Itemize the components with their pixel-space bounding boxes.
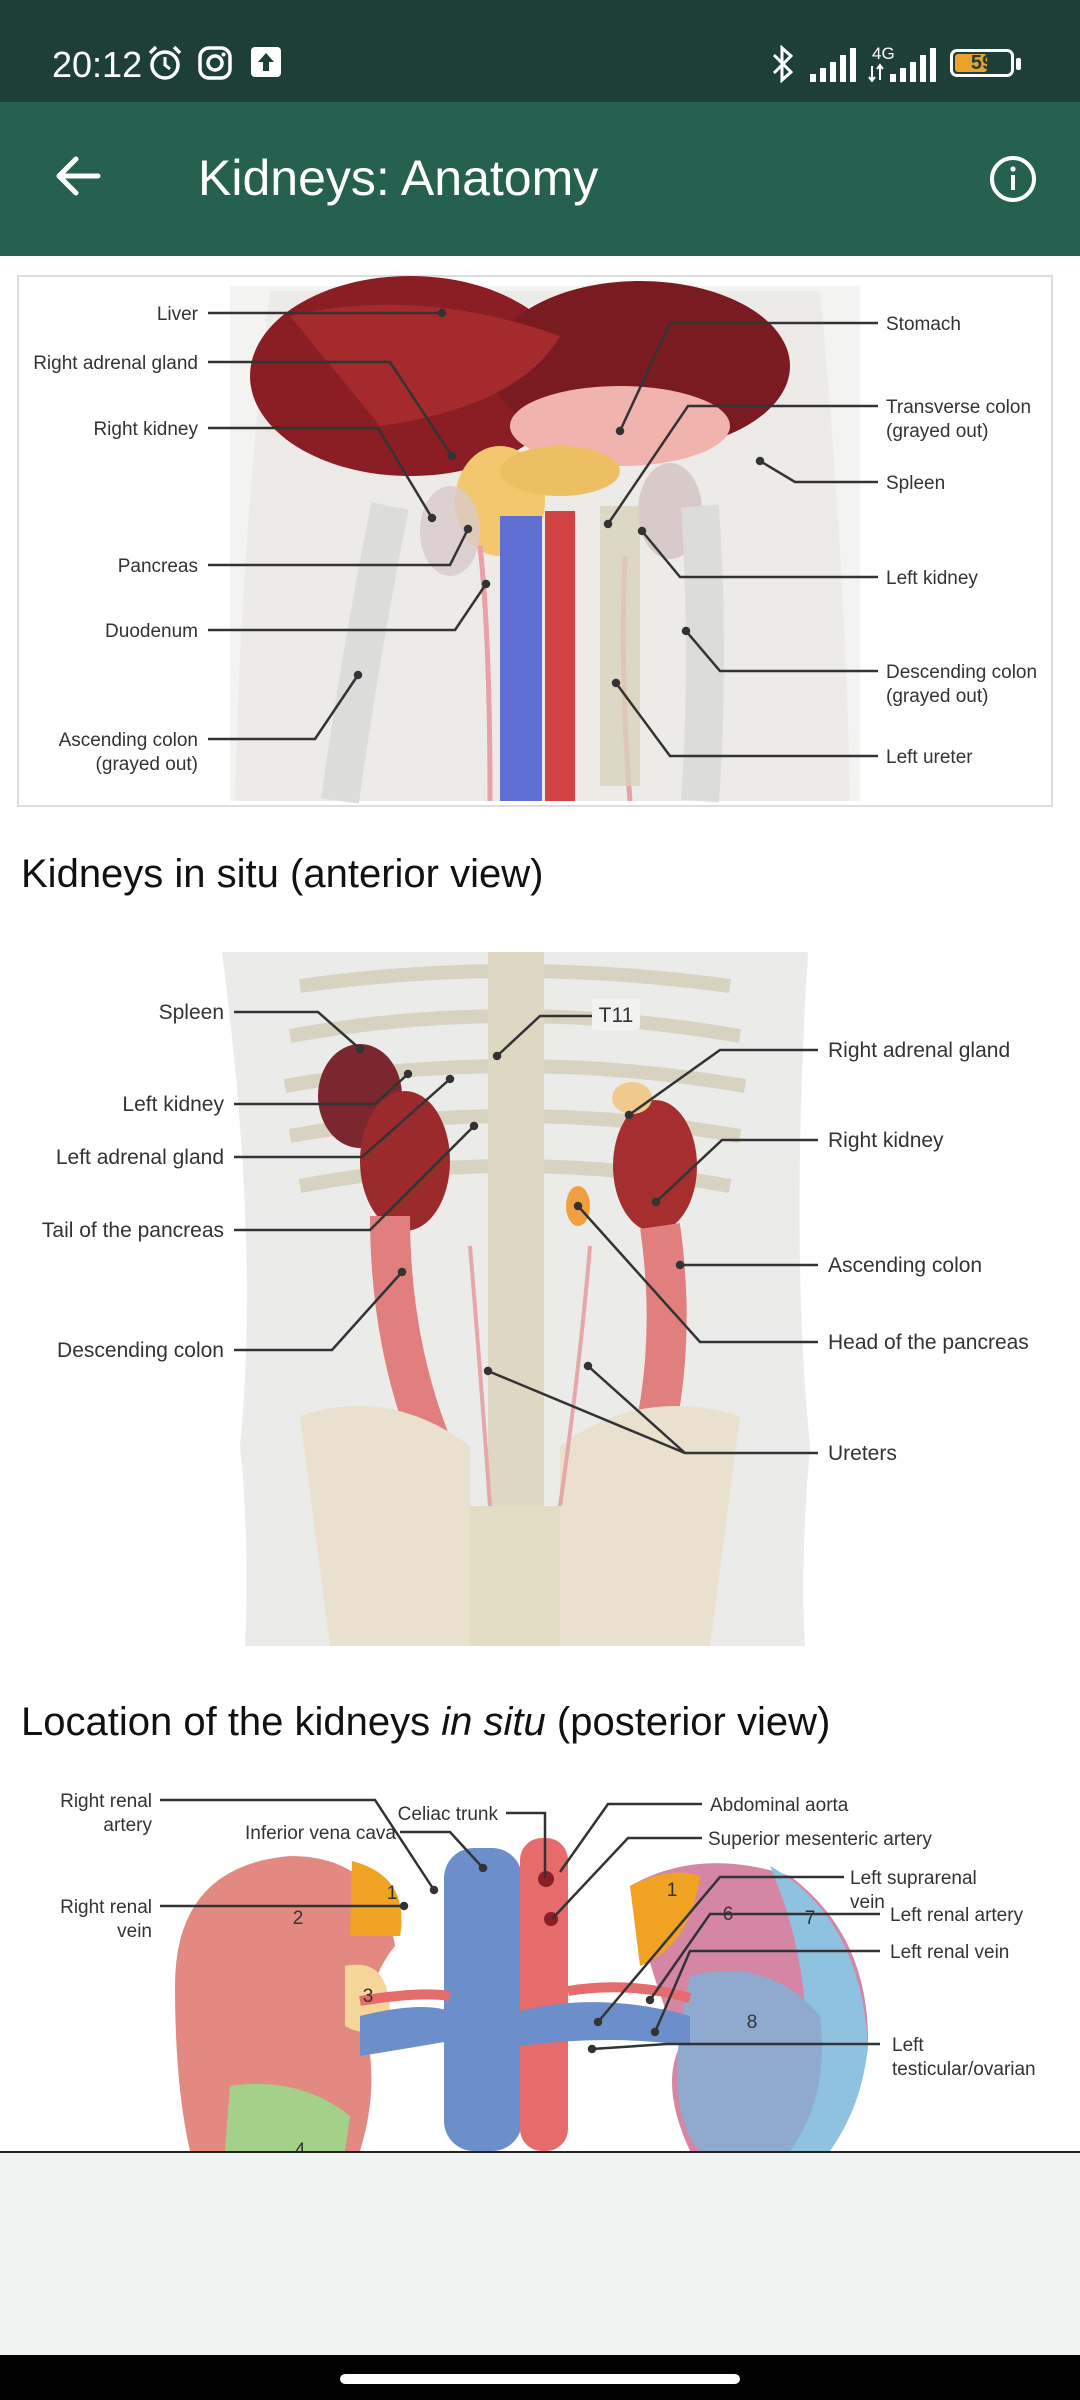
- label-right-kidney-2: Right kidney: [828, 1129, 944, 1152]
- label-transverse-colon-note: (grayed out): [886, 421, 988, 442]
- label-duodenum: Duodenum: [105, 621, 198, 642]
- label-ureters: Ureters: [828, 1442, 897, 1465]
- label-ascending-colon-2: Ascending colon: [828, 1254, 982, 1277]
- label-left-testicular-2: testicular/ovarian: [892, 2059, 1036, 2080]
- label-right-kidney: Right kidney: [93, 419, 198, 440]
- page-title: Kidneys: Anatomy: [198, 150, 599, 206]
- home-indicator[interactable]: [340, 2374, 740, 2384]
- label-spleen: Spleen: [886, 473, 945, 494]
- battery-cap: [1016, 58, 1021, 70]
- upload-icon: [251, 47, 281, 77]
- instagram-icon: [198, 46, 232, 80]
- figure-abdominal-organs: Liver Right adrenal gland Right kidney P…: [17, 275, 1053, 807]
- label-stomach: Stomach: [886, 314, 961, 335]
- t11-tag: [592, 998, 640, 1030]
- label-ascending-colon-note: (grayed out): [96, 754, 198, 775]
- label-left-kidney: Left kidney: [886, 568, 978, 589]
- label-ascending-colon: Ascending colon: [59, 730, 198, 751]
- section-title-part-1: Location of the kidneys: [21, 1700, 442, 1744]
- label-descending-colon-note: (grayed out): [886, 686, 988, 707]
- label-left-ureter: Left ureter: [886, 747, 973, 768]
- alarm-icon: [148, 45, 182, 80]
- label-inferior-vena-cava: Inferior vena cava: [245, 1823, 396, 1844]
- status-bar: 20:12 4G 59: [0, 0, 1080, 102]
- label-tail-of-pancreas: Tail of the pancreas: [42, 1219, 224, 1242]
- figure-kidneys-posterior: Celiac trunk Inferior vena cava Right re…: [60, 1791, 1036, 2151]
- region-number: 2: [293, 1908, 304, 1929]
- label-abdominal-aorta: Abdominal aorta: [710, 1795, 849, 1816]
- battery-icon: 59: [950, 49, 1014, 77]
- content-scroll[interactable]: Liver Right adrenal gland Right kidney P…: [0, 256, 1080, 2151]
- section-title-italic: in situ: [441, 1700, 546, 1744]
- back-button[interactable]: [40, 138, 116, 214]
- figure1-labels: Liver Right adrenal gland Right kidney P…: [33, 304, 1037, 775]
- label-right-renal-vein: Right renal: [60, 1897, 152, 1918]
- region-number: 6: [723, 1904, 734, 1925]
- label-left-testicular: Left: [892, 2035, 924, 2056]
- label-t11: T11: [599, 1004, 634, 1027]
- figure3-illustration: [175, 1838, 869, 2151]
- region-number: 7: [805, 1908, 816, 1929]
- figure3-labels: Celiac trunk Inferior vena cava Right re…: [60, 1791, 1036, 2080]
- figure-kidneys-anterior: Spleen Left kidney Left adrenal gland Ta…: [42, 952, 1029, 1646]
- bluetooth-icon: [772, 44, 794, 84]
- section-title-posterior-view: Location of the kidneys in situ (posteri…: [21, 1698, 830, 1746]
- network-type: 4G: [872, 44, 895, 63]
- label-right-renal-artery: Right renal: [60, 1791, 152, 1812]
- region-number: 3: [363, 1986, 374, 2007]
- label-right-renal-artery-2: artery: [103, 1815, 152, 1836]
- figure3-region-numbers: 1 2 3 4 1 6 7 8: [293, 1880, 816, 2151]
- figure2-illustration: [222, 952, 810, 1646]
- label-left-suprarenal-vein: Left suprarenal: [850, 1868, 977, 1889]
- label-transverse-colon: Transverse colon: [886, 397, 1031, 418]
- app-bar: Kidneys: Anatomy: [0, 102, 1080, 256]
- label-left-kidney-2: Left kidney: [122, 1093, 224, 1116]
- label-superior-mesenteric-artery: Superior mesenteric artery: [708, 1829, 932, 1850]
- info-button[interactable]: [980, 146, 1046, 212]
- section-title-anterior-view: Kidneys in situ (anterior view): [21, 852, 544, 896]
- label-descending-colon: Descending colon: [886, 662, 1037, 683]
- label-liver: Liver: [157, 304, 199, 325]
- label-descending-colon-2: Descending colon: [57, 1339, 224, 1362]
- label-pancreas: Pancreas: [118, 556, 198, 577]
- bottom-panel: [0, 2151, 1080, 2357]
- label-celiac-trunk: Celiac trunk: [398, 1804, 499, 1825]
- label-left-renal-vein: Left renal vein: [890, 1942, 1009, 1963]
- signal-icon: [810, 48, 856, 82]
- battery-fill: [955, 54, 987, 72]
- figure2-leader-lines: [234, 1010, 818, 1455]
- label-left-adrenal-gland: Left adrenal gland: [56, 1146, 224, 1169]
- signal-4g-icon: [868, 48, 936, 82]
- arrow-left-icon: [56, 156, 101, 196]
- label-head-of-pancreas: Head of the pancreas: [828, 1331, 1029, 1354]
- label-left-renal-artery: Left renal artery: [890, 1905, 1024, 1926]
- label-spleen-2: Spleen: [159, 1001, 224, 1024]
- region-number: 8: [747, 2012, 758, 2033]
- section-title-part-2: (posterior view): [545, 1700, 831, 1744]
- label-right-renal-vein-2: vein: [117, 1921, 152, 1942]
- label-right-adrenal-gland-2: Right adrenal gland: [828, 1039, 1010, 1062]
- figure1-illustration: [230, 276, 860, 804]
- figure2-labels: Spleen Left kidney Left adrenal gland Ta…: [42, 1001, 1029, 1465]
- info-icon: [990, 156, 1036, 202]
- region-number: 1: [387, 1883, 398, 1904]
- figure3-leader-lines: [160, 1798, 880, 2054]
- region-number: 4: [295, 2140, 306, 2151]
- region-number: 1: [667, 1880, 678, 1901]
- battery-level: 59: [970, 52, 994, 74]
- figure1-leader-lines: [208, 308, 878, 758]
- status-time: 20:12: [52, 44, 143, 85]
- label-left-suprarenal-vein-2: vein: [850, 1892, 885, 1913]
- label-right-adrenal-gland: Right adrenal gland: [33, 353, 198, 374]
